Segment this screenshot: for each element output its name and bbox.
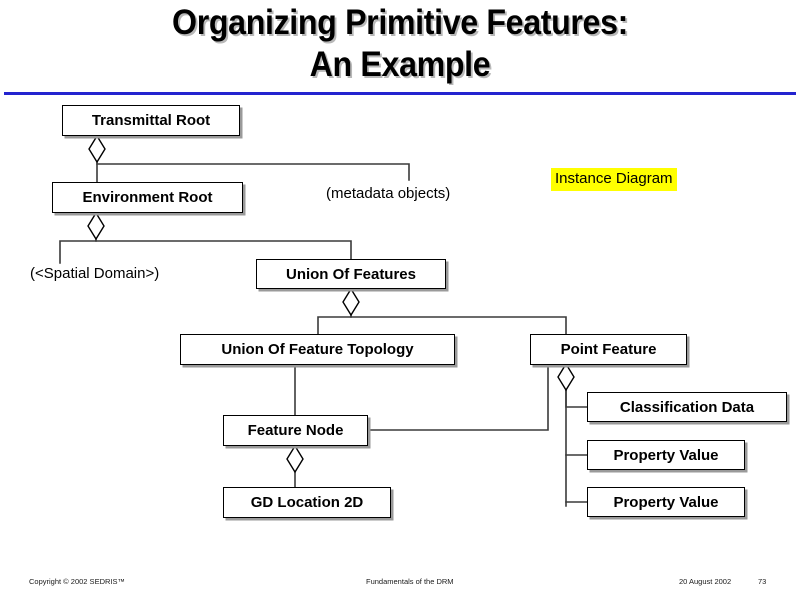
node-label: Classification Data xyxy=(619,398,755,416)
node-label: Point Feature xyxy=(560,341,657,358)
node-box-union-of-feature-topology[interactable]: Union Of Feature Topology xyxy=(180,334,455,365)
node-label: GD Location 2D xyxy=(250,494,364,511)
aggregation-diamond-union-of-features xyxy=(342,287,360,317)
node-box-environment-root[interactable]: Environment Root xyxy=(52,182,243,213)
node-label: Feature Node xyxy=(247,422,344,439)
page-title: Organizing Primitive Features: An Exampl… xyxy=(172,3,628,84)
node-box-union-of-features[interactable]: Union Of Features xyxy=(256,259,446,289)
diagram-connector-layer xyxy=(59,134,588,507)
footer-date: 20 August 2002 xyxy=(679,577,732,586)
node-box-gd-location-2d[interactable]: GD Location 2D xyxy=(223,487,391,518)
node-box-point-feature[interactable]: Point Feature xyxy=(530,334,687,365)
annotation-metadata-objects: (metadata objects) xyxy=(326,185,451,202)
aggregation-diamond-transmittal-root xyxy=(88,134,106,164)
node-box-property-value-1[interactable]: Property Value xyxy=(587,440,745,470)
title-divider-rule xyxy=(4,92,796,95)
footer-deck-title: Fundamentals of the DRM xyxy=(366,577,454,586)
node-label: Environment Root xyxy=(82,189,213,206)
node-box-feature-node[interactable]: Feature Node xyxy=(223,415,368,446)
annotation-instance-diagram: Instance Diagram xyxy=(551,168,677,191)
node-box-property-value-2[interactable]: Property Value xyxy=(587,487,745,517)
node-label: Union Of Features xyxy=(285,265,416,283)
node-label: Property Value xyxy=(613,446,719,464)
connector-transmittal-to-metadata xyxy=(96,163,410,181)
node-label: Transmittal Root xyxy=(91,112,211,129)
footer-page-number: 73 xyxy=(758,577,767,586)
footer-copyright: Copyright © 2002 SEDRIS™ xyxy=(29,577,125,586)
connector-union-to-point-feature xyxy=(350,316,567,335)
node-box-transmittal-root[interactable]: Transmittal Root xyxy=(62,105,240,136)
aggregation-diamond-environment-root xyxy=(87,211,105,241)
slide-footer: Copyright © 2002 SEDRIS™ Fundamentals of… xyxy=(0,572,800,592)
aggregation-diamond-point-feature xyxy=(557,362,575,392)
node-label: Union Of Feature Topology xyxy=(221,341,414,358)
annotation-spatial-domain: (<Spatial Domain>) xyxy=(30,265,160,282)
connector-environment-to-union-of-features xyxy=(95,240,352,260)
node-label: Property Value xyxy=(613,493,719,511)
aggregation-diamond-feature-node xyxy=(286,444,304,474)
node-box-classification-data[interactable]: Classification Data xyxy=(587,392,787,422)
connector-feature-node-to-point-feature xyxy=(367,364,549,431)
